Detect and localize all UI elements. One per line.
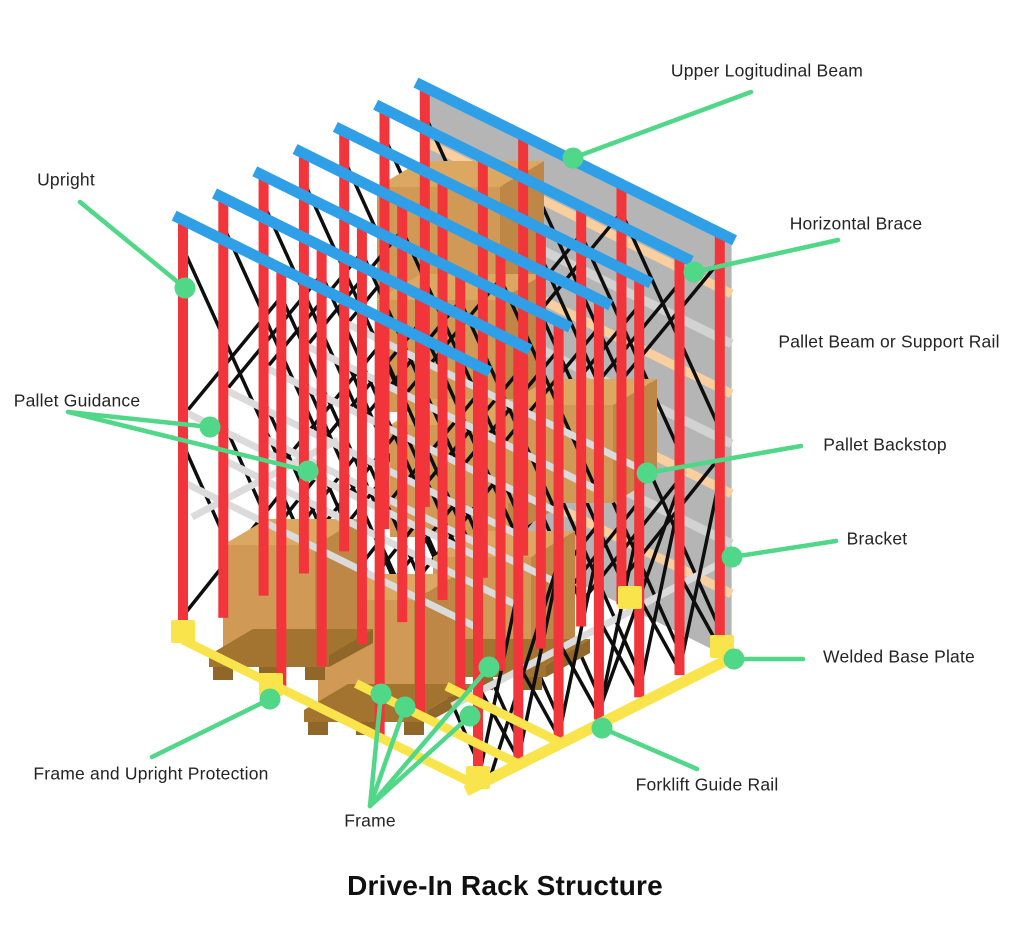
upper-beam	[171, 210, 493, 377]
base-plate	[171, 620, 195, 643]
callout-label-horizontal-brace: Horizontal Brace	[789, 213, 923, 234]
forklift-guide-rail-callout-dot	[591, 717, 613, 739]
frame-callout-line	[367, 664, 492, 809]
diagram-title: Drive-In Rack Structure	[347, 870, 663, 901]
frame-callout-line	[367, 691, 384, 809]
callout-label-welded-base-plate: Welded Base Plate	[823, 646, 975, 667]
bracket-callout-dot	[721, 546, 743, 568]
upper-beam	[212, 188, 533, 355]
pallet-backstop-callout-line	[644, 443, 804, 476]
callout-label-bracket: Bracket	[846, 528, 908, 549]
callout-label-upper-longitudinal-beam: Upper Logitudinal Beam	[670, 60, 864, 81]
callout-label-forklift-guide-rail: Forklift Guide Rail	[635, 774, 779, 795]
upper-beam	[373, 99, 694, 266]
pallet-guidance-callout-dot	[199, 416, 221, 438]
frame-callout-dot	[478, 656, 500, 678]
upright-callout-dot	[174, 277, 196, 299]
callout-label-frame: Frame	[344, 810, 396, 831]
frame-and-upright-protection-callout-line	[149, 696, 273, 760]
pallet-guidance-callout-dot	[297, 460, 319, 482]
callout-label-pallet-beam-or-support-rail: Pallet Beam or Support Rail	[778, 331, 1000, 352]
callout-label-pallet-guidance: Pallet Guidance	[13, 390, 141, 411]
frame-and-upright-protection-callout-dot	[259, 688, 281, 710]
horizontal-brace-callout-line	[691, 237, 841, 275]
longitudinal-beams	[171, 77, 737, 377]
upper-beam	[252, 166, 573, 333]
upper-longitudinal-beam-callout-dot	[562, 147, 584, 169]
pallet-guidance-callout-line	[65, 409, 311, 474]
callout-label-pallet-backstop: Pallet Backstop	[823, 434, 947, 455]
horizontal-brace-callout-dot	[683, 261, 705, 283]
callout-label-frame-and-upright-protection: Frame and Upright Protection	[33, 763, 269, 784]
base-plate	[618, 586, 642, 609]
frame-callout-dot	[394, 696, 416, 718]
callouts	[65, 89, 841, 809]
pallet-guidance-callout-line	[65, 409, 213, 430]
callout-label-upright: Upright	[37, 169, 95, 190]
bracket-callout-line	[729, 538, 839, 560]
front-face-braces	[476, 477, 722, 782]
pallet-backstop-callout-dot	[636, 462, 658, 484]
base-plate	[466, 766, 490, 789]
upright-callout-line	[77, 199, 188, 291]
upper-beam	[332, 122, 654, 289]
upper-longitudinal-beam-callout-line	[570, 89, 754, 161]
welded-base-plate-callout-dot	[723, 648, 745, 670]
frame-callout-line	[367, 704, 408, 809]
frame-callout-dot	[459, 705, 481, 727]
frame-callout-dot	[370, 683, 392, 705]
frame-callout-line	[367, 713, 473, 809]
forklift-guide-rail-callout-line	[599, 725, 700, 772]
upper-beam	[292, 144, 614, 311]
